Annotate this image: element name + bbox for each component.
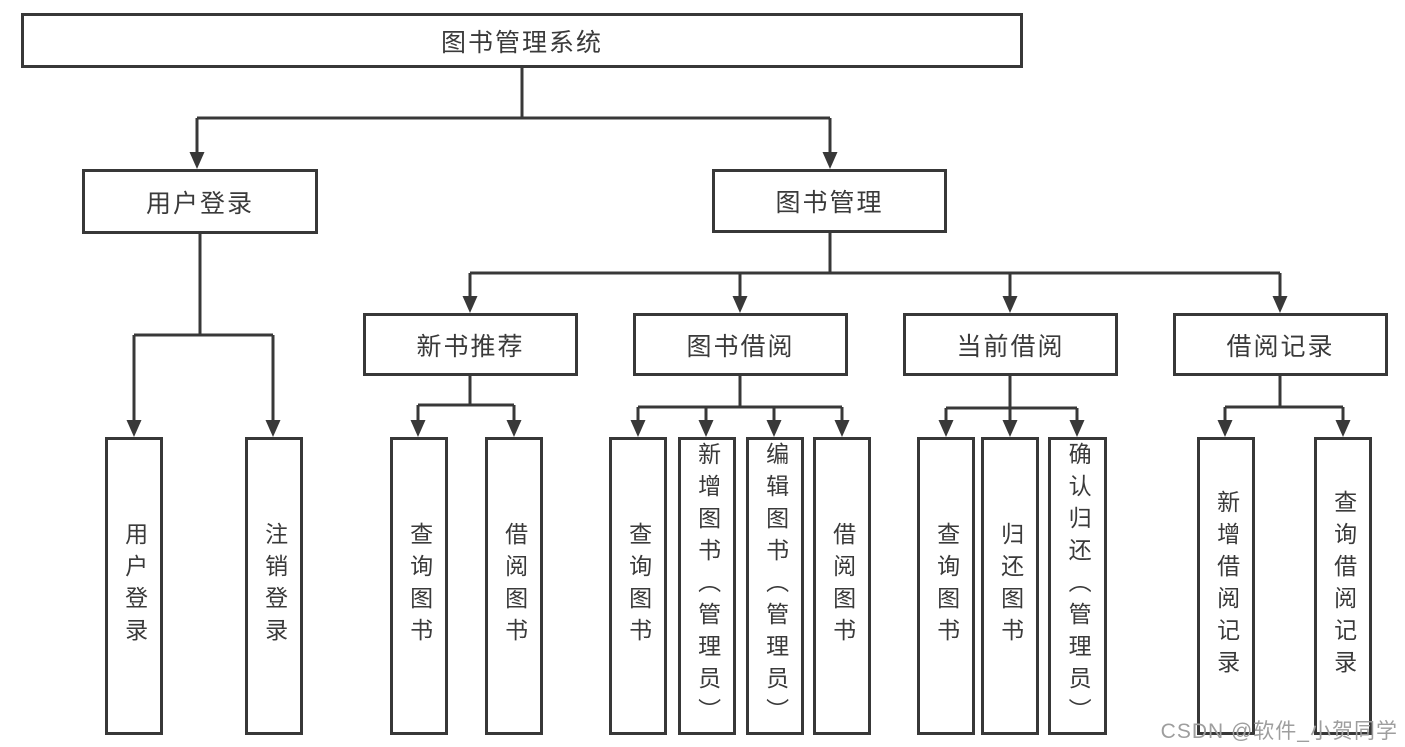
- node-book-management: 图书管理: [712, 169, 947, 233]
- leaf-current-return-book: 归还图书: [981, 437, 1039, 735]
- connector-book-management-children: [462, 233, 1288, 313]
- node-user-login: 用户登录: [82, 169, 318, 234]
- leaf-current-query-book: 查询图书: [917, 437, 975, 735]
- connector-user-login-children: [126, 234, 281, 437]
- csdn-watermark: CSDN @软件_小贺同学: [1160, 720, 1398, 743]
- leaf-borrow-borrow-book: 借阅图书: [813, 437, 871, 735]
- leaf-record-add: 新增借阅记录: [1197, 437, 1255, 735]
- leaf-borrow-query-book: 查询图书: [609, 437, 667, 735]
- node-new-book-recommend: 新书推荐: [363, 313, 578, 376]
- leaf-borrow-add-book-admin: 新增图书（管理员）: [678, 437, 736, 735]
- connector-current-borrow-children: [938, 375, 1085, 437]
- connector-borrow-record-children: [1217, 376, 1351, 437]
- node-root: 图书管理系统: [21, 13, 1023, 68]
- leaf-logout: 注销登录: [245, 437, 303, 735]
- leaf-recommend-query-book: 查询图书: [390, 437, 448, 735]
- node-book-borrow: 图书借阅: [633, 313, 848, 376]
- leaf-record-query: 查询借阅记录: [1314, 437, 1372, 735]
- leaf-borrow-edit-book-admin: 编辑图书（管理员）: [746, 437, 804, 735]
- node-current-borrow: 当前借阅: [903, 313, 1118, 376]
- node-borrow-record: 借阅记录: [1173, 313, 1388, 376]
- leaf-current-confirm-return-admin: 确认归还（管理员）: [1048, 437, 1107, 735]
- leaf-user-login: 用户登录: [105, 437, 163, 735]
- connector-new-book-recommend-children: [410, 376, 522, 437]
- leaf-recommend-borrow-book: 借阅图书: [485, 437, 543, 735]
- connector-root-to-level2: [189, 68, 838, 169]
- connector-book-borrow-children: [630, 376, 850, 437]
